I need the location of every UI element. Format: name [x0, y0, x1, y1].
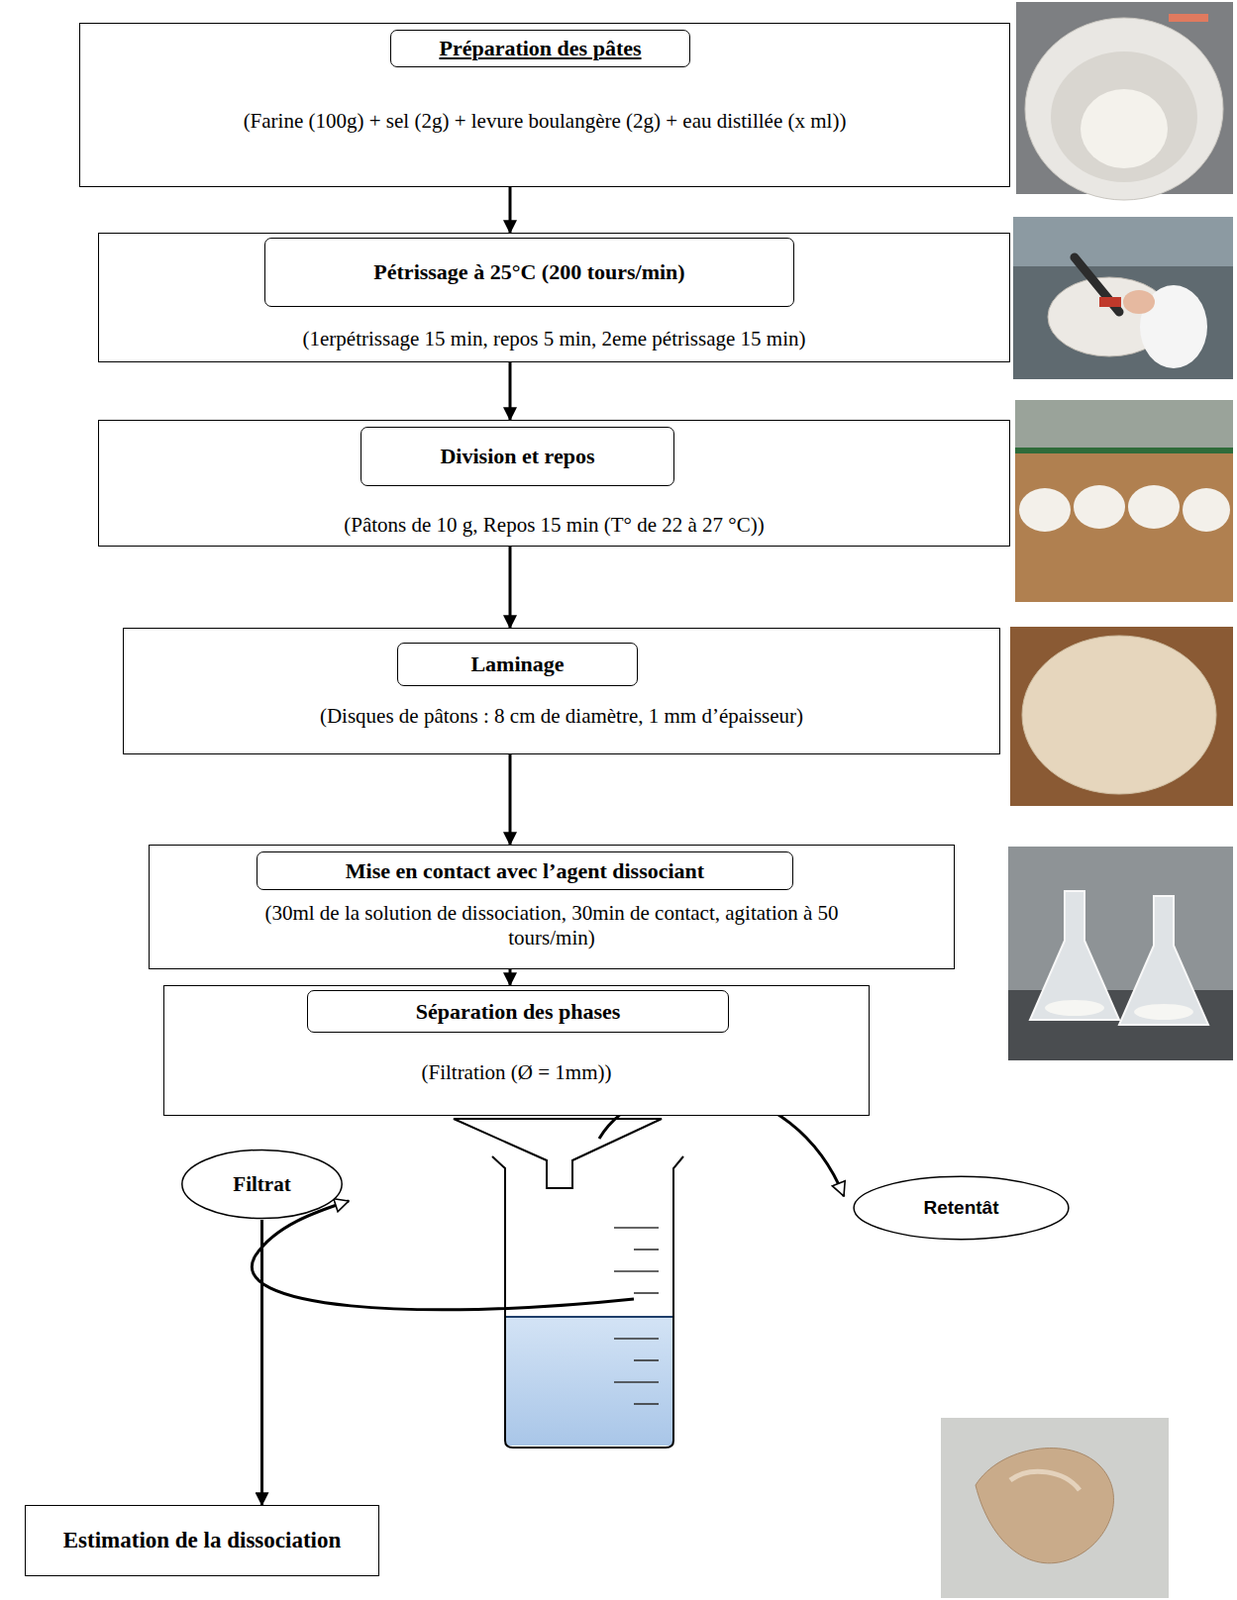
mixer-part	[1099, 297, 1122, 308]
flow-arrow	[509, 362, 513, 420]
flow-arrow	[509, 187, 513, 233]
flow-arrow	[509, 969, 513, 986]
dough-ball	[1182, 488, 1231, 532]
photo-ground	[1010, 626, 1234, 807]
ellipse-shape	[853, 1176, 1069, 1239]
step-description: (1erpétrissage 15 min, repos 5 min, 2eme…	[109, 326, 999, 352]
ellipse-shape	[182, 1149, 342, 1219]
process-box: (Filtration (Ø = 1mm)) Séparation des pha…	[163, 985, 870, 1117]
funnel	[453, 1119, 662, 1189]
photo-back	[1015, 400, 1234, 448]
dough-disc	[1022, 635, 1217, 795]
result-box: Estimation de la dissociation	[24, 1505, 380, 1577]
liquid-surface	[506, 1316, 673, 1319]
filtrate-arrow	[251, 1201, 634, 1311]
bowl-inside	[1050, 51, 1198, 183]
flow-arrow	[509, 546, 513, 628]
step-description: (Pâtons de 10 g, Repos 15 min (T° de 22 …	[109, 513, 999, 538]
step-description: (Farine (100g) + sel (2g) + levure boula…	[91, 108, 999, 134]
dough-piece	[975, 1448, 1114, 1564]
hand	[1123, 290, 1155, 314]
step-heading: Pétrissage à 25°C (200 tours/min)	[264, 237, 795, 308]
step-title: Laminage	[470, 651, 564, 678]
graduations	[614, 1228, 659, 1405]
step-title: Pétrissage à 25°C (200 tours/min)	[373, 259, 685, 286]
beaker-figure	[453, 1119, 684, 1448]
dough-fold	[1010, 1471, 1080, 1491]
photo-ground	[1013, 216, 1234, 380]
dough-ball	[1019, 488, 1071, 532]
output-label: Filtrat	[232, 1172, 291, 1198]
flask	[1119, 896, 1209, 1026]
photo-ground	[1015, 400, 1234, 603]
result-label: Estimation de la dissociation	[63, 1528, 342, 1554]
lab-wall	[1013, 216, 1234, 267]
photo-ground	[940, 1418, 1169, 1599]
flask-content	[1044, 1000, 1105, 1017]
bowl-handle	[1168, 13, 1209, 22]
photo-ground	[1008, 846, 1234, 1061]
photo-flasks	[1008, 846, 1234, 1061]
output-ellipse: Filtrat	[181, 1148, 343, 1221]
photo-kneading	[1013, 216, 1234, 380]
flour-heap	[1080, 89, 1168, 169]
output-label: Retentât	[923, 1197, 999, 1220]
step-title: Division et repos	[439, 443, 595, 470]
bowl-shape	[1025, 17, 1224, 201]
dough-ball	[1128, 485, 1180, 529]
flask	[1030, 891, 1120, 1021]
photo-dough-balls	[1015, 400, 1234, 603]
output-ellipse: Retentât	[852, 1175, 1070, 1241]
step-heading: Mise en contact avec l’agent dissociant	[256, 851, 794, 891]
flask-content	[1133, 1004, 1194, 1021]
step-description: (Filtration (Ø = 1mm))	[175, 1060, 858, 1086]
flow-arrow	[260, 1220, 264, 1506]
step-heading: Préparation des pâtes	[390, 29, 691, 68]
process-box: (30ml de la solution de dissociation, 30…	[148, 844, 955, 970]
step-heading: Laminage	[397, 642, 638, 687]
photo-retentate	[940, 1418, 1169, 1599]
flow-arrow	[509, 754, 513, 845]
process-box: (Pâtons de 10 g, Repos 15 min (T° de 22 …	[98, 419, 1011, 547]
photo-bowl	[1016, 1, 1234, 201]
filtrate-liquid	[506, 1317, 673, 1446]
process-box: (Farine (100g) + sel (2g) + levure boula…	[79, 22, 1011, 188]
process-box: (1erpétrissage 15 min, repos 5 min, 2eme…	[98, 232, 1011, 363]
dough-ball	[1073, 485, 1126, 529]
step-title: Séparation des phases	[415, 999, 621, 1026]
board-edge	[1015, 447, 1234, 454]
process-box: (Disques de pâtons : 8 cm de diamètre, 1…	[122, 627, 1001, 755]
photo-dough-disc	[1010, 626, 1234, 807]
step-description: (30ml de la solution de dissociation, 30…	[259, 901, 844, 951]
step-description: (Disques de pâtons : 8 cm de diamètre, 1…	[134, 704, 989, 729]
step-title: Préparation des pâtes	[438, 35, 641, 62]
step-heading: Séparation des phases	[307, 990, 729, 1033]
step-title: Mise en contact avec l’agent dissociant	[345, 858, 705, 885]
step-heading: Division et repos	[360, 426, 675, 487]
